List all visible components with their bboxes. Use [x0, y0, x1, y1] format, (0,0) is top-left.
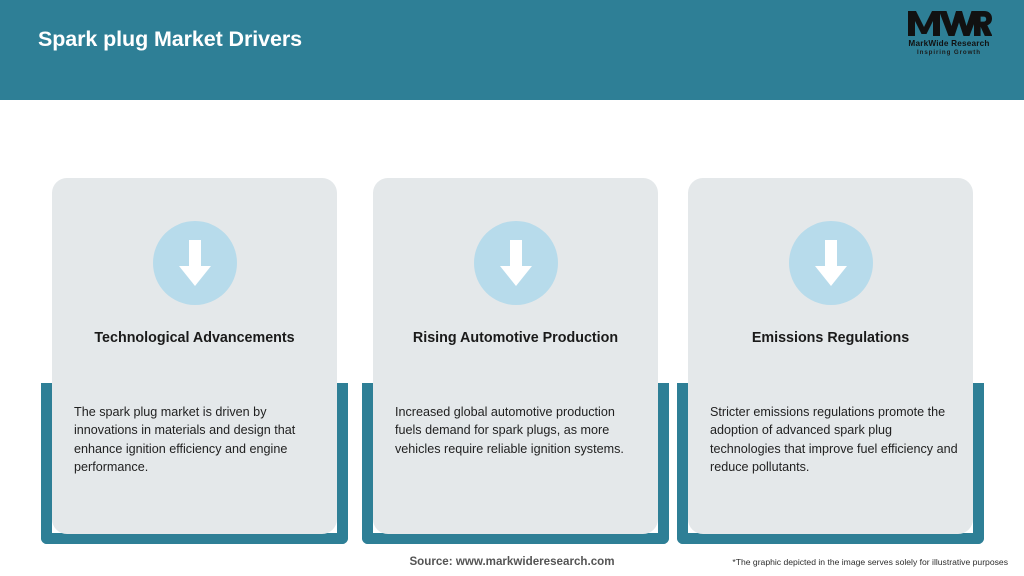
card-body-text: The spark plug market is driven by innov… [74, 405, 296, 474]
card-body-text: Stricter emissions regulations promote t… [710, 405, 958, 474]
card-title: Technological Advancements [94, 330, 295, 346]
card-panel: Rising Automotive Production Increased g… [373, 178, 658, 534]
arrow-down-icon [152, 221, 237, 305]
card-title: Rising Automotive Production [412, 330, 619, 346]
logo-tagline: Inspiring Growth [917, 49, 981, 56]
mwr-logo-icon [908, 11, 992, 36]
page-title: Spark plug Market Drivers [38, 27, 302, 51]
disclaimer-label: *The graphic depicted in the image serve… [732, 557, 1008, 567]
arrow-down-icon [473, 221, 558, 305]
cards-area: Technological Advancements The spark plu… [0, 100, 1024, 576]
page-header: Spark plug Market Drivers MarkWide Resea… [0, 0, 1024, 100]
arrow-down-glyph [499, 240, 532, 286]
card-panel: Emissions Regulations Stricter emissions… [688, 178, 973, 534]
arrow-down-glyph [178, 240, 211, 286]
card-body-text: Increased global automotive production f… [395, 405, 624, 456]
card-panel: Technological Advancements The spark plu… [52, 178, 337, 534]
driver-card-2: Rising Automotive Production Increased g… [362, 100, 669, 550]
logo-company-name: MarkWide Research [908, 39, 990, 48]
card-bracket [677, 383, 984, 544]
card-bracket [41, 383, 348, 544]
arrow-down-icon [788, 221, 873, 305]
arrow-down-glyph [814, 240, 847, 286]
driver-card-1: Technological Advancements The spark plu… [41, 100, 348, 550]
source-label: Source: www.markwideresearch.com [409, 555, 615, 568]
driver-card-3: Emissions Regulations Stricter emissions… [677, 100, 984, 550]
card-bracket [362, 383, 669, 544]
brand-logo: MarkWide Research Inspiring Growth [896, 8, 1002, 60]
card-title: Emissions Regulations [751, 330, 910, 346]
